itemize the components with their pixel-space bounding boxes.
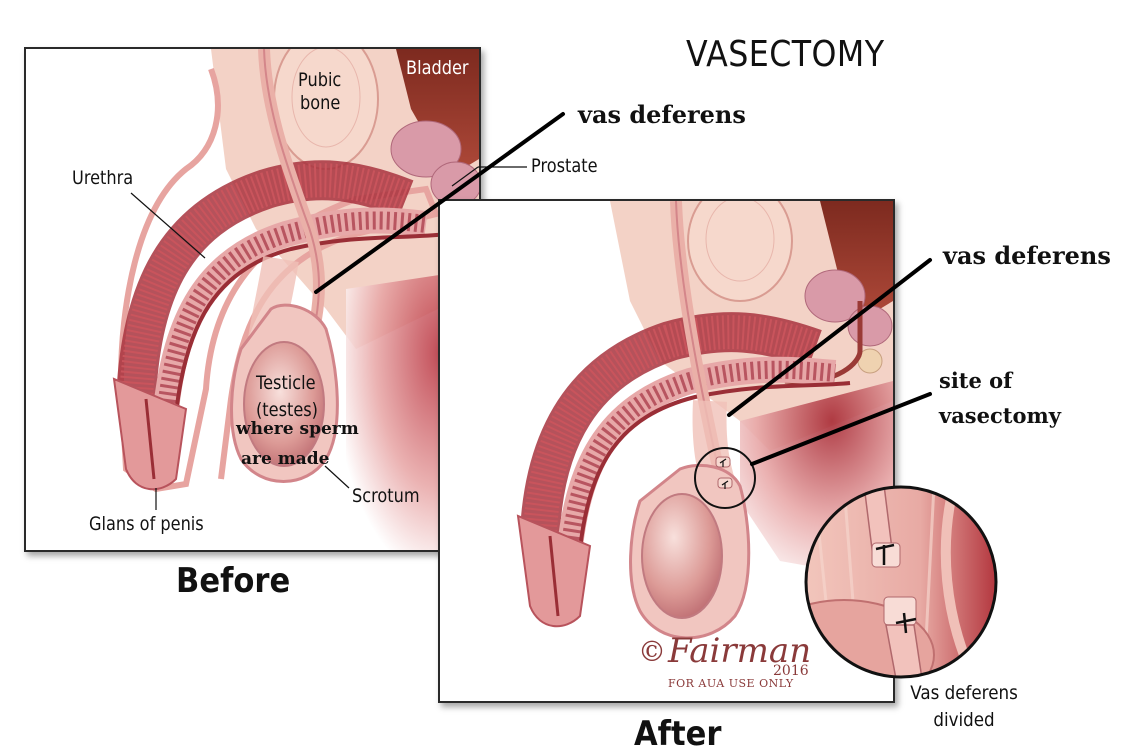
diagram-title: VASECTOMY [686,34,885,75]
after-vas-deferens-annotation: vas deferens [943,241,1111,270]
inset-caption: Vas deferens divided [907,680,1021,734]
label-bladder: Bladder [406,57,469,79]
inset-magnified-vas-deferens [804,485,998,679]
before-caption: Before [176,561,291,601]
label-urethra: Urethra [72,167,134,189]
label-testicle-line1: Testicle [256,372,316,394]
signature-year: 2016 [773,663,809,679]
after-caption: After [634,714,722,754]
before-vas-deferens-annotation: vas deferens [578,100,746,129]
inset-caption-line1: Vas deferens [910,682,1018,704]
signature-notice: FOR AUA USE ONLY [668,677,794,690]
label-sperm-note-line1: where sperm [236,419,359,439]
site-of-vasectomy-line1: site of [939,368,1013,393]
before-anatomy-illustration [112,49,479,550]
signature-name: Fairman [668,631,812,671]
label-scrotum: Scrotum [352,485,420,507]
label-pubic-bone-line2: bone [300,92,341,114]
signature-copyright: © [638,635,666,668]
site-of-vasectomy-line2: vasectomy [939,403,1061,428]
label-sperm-note-line2: are made [241,449,330,469]
before-illustration-panel: Bladder Pubic bone Urethra Testicle (tes… [24,47,481,552]
label-prostate: Prostate [531,155,598,177]
label-glans-of-penis: Glans of penis [89,513,204,535]
label-pubic-bone-line1: Pubic [298,69,342,91]
label-testicle-line2: (testes) [256,399,318,421]
inset-caption-line2: divided [933,709,995,731]
